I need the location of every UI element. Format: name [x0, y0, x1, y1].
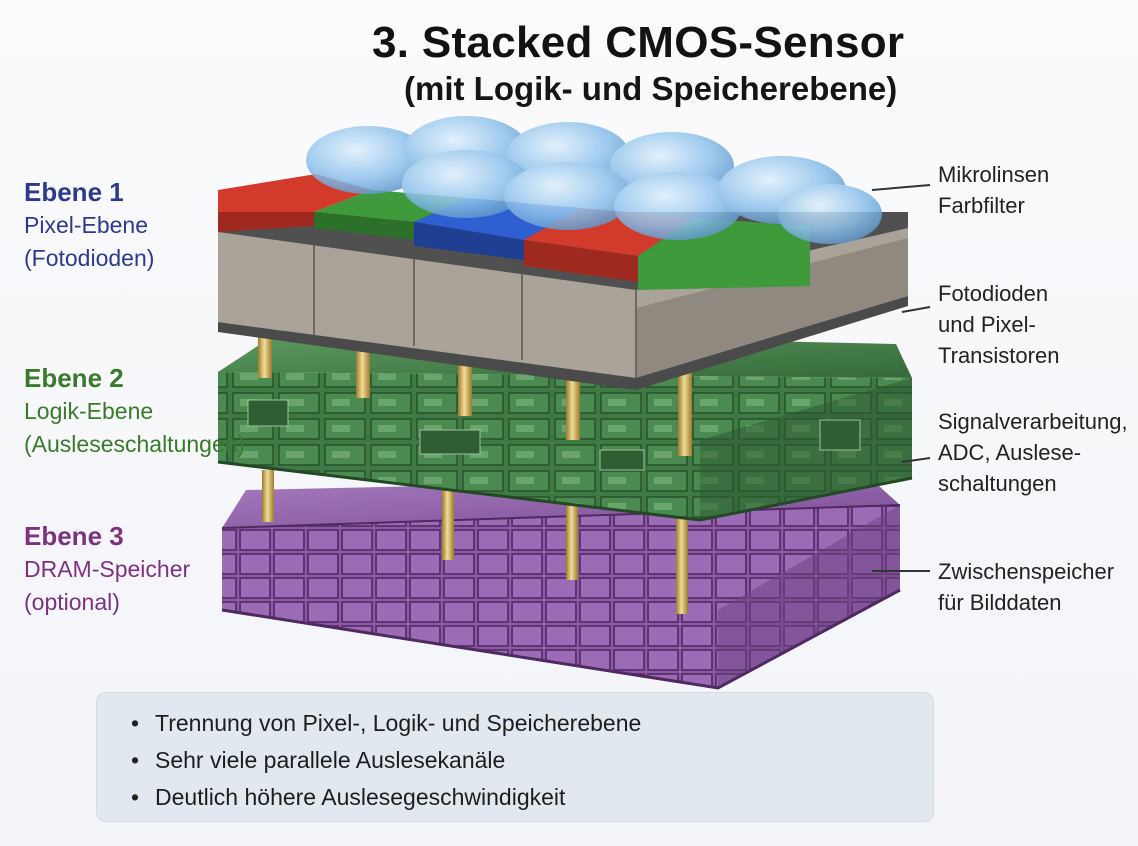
callout-line: Mikrolinsen	[938, 162, 1050, 187]
microlenses	[306, 116, 882, 244]
callout-buffer-memory: Zwischenspeicher für Bilddaten	[938, 556, 1114, 618]
summary-note: Sehr viele parallele Auslesekanäle	[131, 742, 933, 779]
callout-photodiodes: Fotodioden und Pixel- Transistoren	[938, 278, 1059, 371]
callout-line: und Pixel-	[938, 312, 1036, 337]
summary-notes-list: Trennung von Pixel-, Logik- und Speicher…	[97, 693, 933, 816]
layer-2-name: Logik-Ebene	[24, 398, 154, 424]
callout-leader-lines	[871, 184, 931, 572]
callout-line: Farbfilter	[938, 193, 1025, 218]
diagram-title: 3. Stacked CMOS-Sensor	[372, 18, 905, 67]
callout-line: Signalverarbeitung,	[938, 409, 1128, 434]
callout-signal-processing: Signalverarbeitung, ADC, Auslese- schalt…	[938, 406, 1128, 499]
layer-3-detail: (optional)	[24, 589, 120, 615]
layer-1-detail: (Fotodioden)	[24, 245, 155, 271]
callout-line: ADC, Auslese-	[938, 440, 1082, 465]
callout-line: Fotodioden	[938, 281, 1049, 306]
callout-microlenses: Mikrolinsen Farbfilter	[938, 159, 1049, 221]
summary-note: Deutlich höhere Auslesegeschwindigkeit	[131, 779, 933, 816]
callout-line: Zwischenspeicher	[938, 559, 1115, 584]
layer-3-heading: Ebene 3	[24, 521, 124, 551]
layer-2-label: Ebene 2 Logik-Ebene (Ausleseschaltungen)	[24, 362, 245, 461]
layer-2-heading: Ebene 2	[24, 363, 124, 393]
layer-3-name: DRAM-Speicher	[24, 556, 191, 582]
layer-1-label: Ebene 1 Pixel-Ebene (Fotodioden)	[24, 176, 154, 275]
dram-layer	[221, 476, 901, 690]
callout-line: schaltungen	[938, 471, 1057, 496]
callout-line: für Bilddaten	[938, 590, 1062, 615]
layer-1-name: Pixel-Ebene	[24, 212, 149, 238]
summary-note: Trennung von Pixel-, Logik- und Speicher…	[131, 705, 933, 742]
layer-1-heading: Ebene 1	[24, 177, 124, 207]
callout-line: Transistoren	[938, 343, 1060, 368]
layer-3-label: Ebene 3 DRAM-Speicher (optional)	[24, 520, 190, 619]
diagram-subtitle: (mit Logik- und Speicherebene)	[404, 70, 898, 107]
layer-2-detail: (Ausleseschaltungen)	[24, 431, 246, 457]
summary-notes-box: Trennung von Pixel-, Logik- und Speicher…	[96, 692, 934, 822]
